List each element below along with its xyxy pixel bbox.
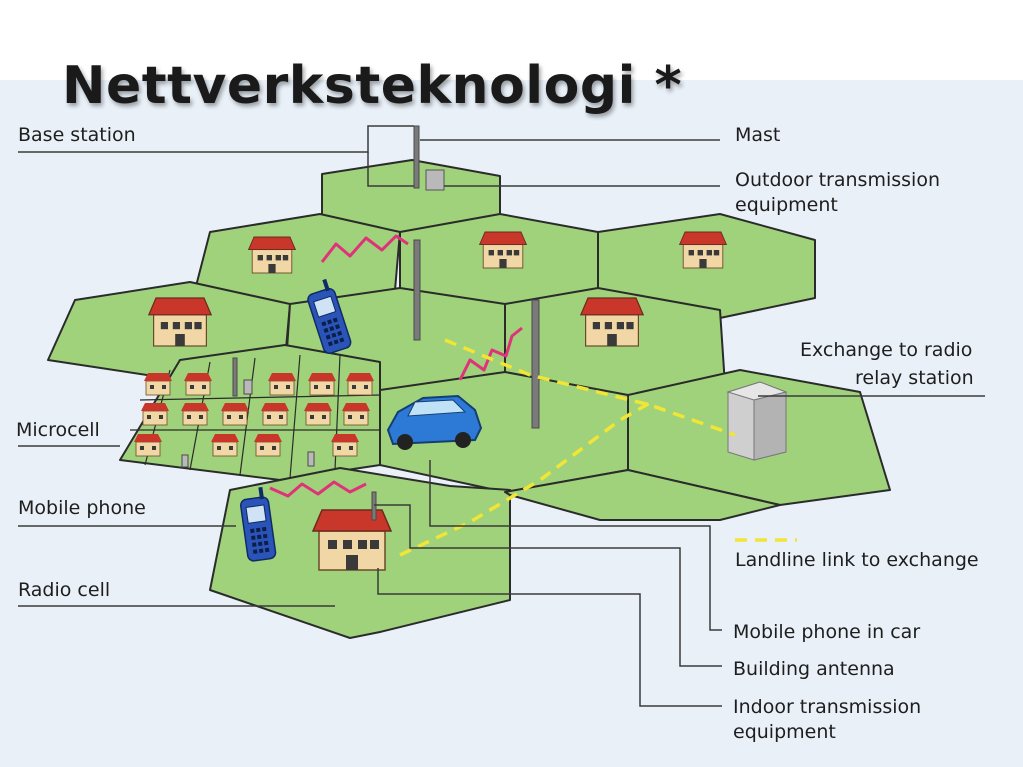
radio-signals [269,234,523,498]
label-radio-cell: Radio cell [18,579,110,601]
label-indoor-line1: Indoor transmission [733,696,921,718]
label-outdoor-line2: equipment [735,194,838,216]
label-outdoor-line1: Outdoor transmission [735,169,940,191]
label-mobile-in-car: Mobile phone in car [733,621,920,643]
car [386,394,483,450]
landline-links [399,338,797,557]
leader-lines [18,125,985,707]
exchange-building [726,381,788,461]
label-landline: Landline link to exchange [735,549,979,571]
label-exchange-line2: relay station [855,367,974,389]
label-base-station: Base station [18,124,136,146]
labels: Base station Mast Outdoor transmission e… [16,124,979,743]
cell-bottom-right [504,469,781,521]
label-building-antenna: Building antenna [733,658,895,680]
masts [181,125,540,521]
label-microcell: Microcell [16,419,100,441]
label-mast: Mast [735,124,780,146]
label-exchange-line1: Exchange to radio [800,339,972,361]
slide-title: Nettverksteknologi * [62,56,683,116]
label-mobile-phone: Mobile phone [18,497,146,519]
label-indoor-line2: equipment [733,721,836,743]
